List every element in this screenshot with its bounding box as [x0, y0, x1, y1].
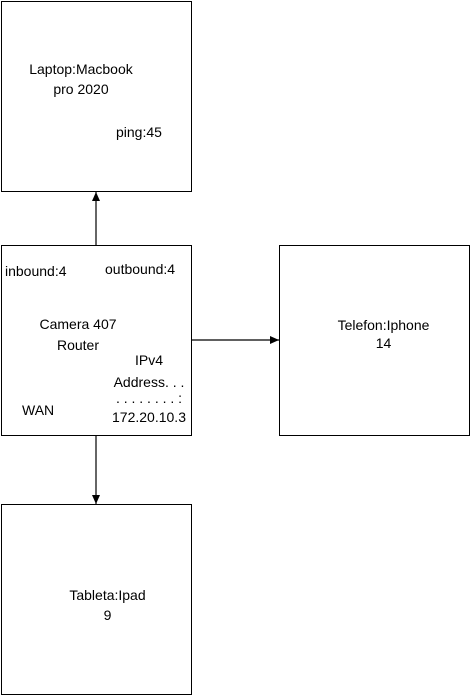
laptop-node[interactable]: Laptop:Macbook pro 2020 ping:45	[1, 1, 192, 192]
router-node[interactable]: inbound:4 outbound:4 Camera 407 Router I…	[1, 245, 192, 436]
router-label-line2: Router	[56, 337, 100, 353]
router-label-line1: Camera 407	[39, 316, 117, 332]
tablet-label-line2: 9	[103, 607, 112, 623]
router-inbound: inbound:4	[5, 263, 67, 279]
laptop-ping: ping:45	[116, 124, 162, 140]
phone-label-line2: 14	[375, 335, 392, 351]
laptop-label-line1: Laptop:Macbook	[29, 61, 133, 77]
router-outbound: outbound:4	[105, 261, 176, 277]
phone-node[interactable]: Telefon:Iphone 14	[279, 245, 470, 436]
router-ipv4-address: 172.20.10.3	[112, 409, 186, 425]
router-wan: WAN	[22, 402, 55, 418]
router-ipv4-line1: IPv4	[134, 352, 163, 368]
phone-label-line1: Telefon:Iphone	[337, 317, 430, 333]
tablet-label-line1: Tableta:Ipad	[69, 587, 146, 603]
router-ipv4-line2: Address. . .	[113, 374, 185, 390]
router-ipv4-line3: . . . . . . . . :	[115, 390, 183, 406]
laptop-label-line2: pro 2020	[53, 81, 109, 97]
tablet-node[interactable]: Tableta:Ipad 9	[1, 504, 192, 695]
